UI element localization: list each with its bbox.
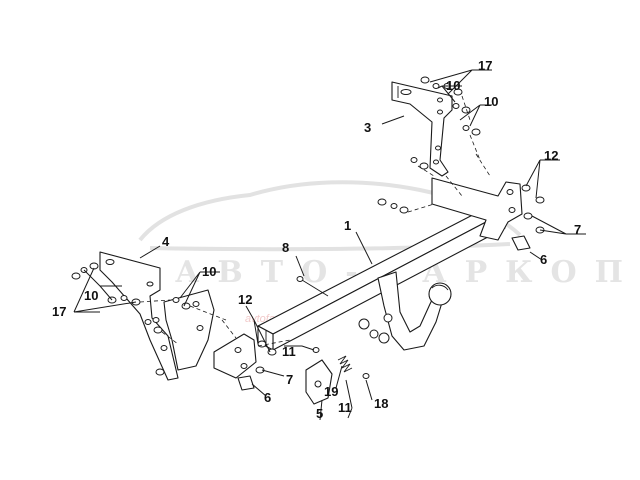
callout-11-mid: 11: [282, 344, 296, 359]
callout-10-left-b: 10: [84, 288, 98, 303]
callout-6-mid: 6: [264, 390, 271, 405]
callout-10-top-b: 10: [484, 94, 498, 109]
center-fasteners: [377, 198, 435, 214]
callout-7-right: 7: [574, 222, 581, 237]
callout-11-bottom: 11: [338, 400, 352, 415]
callout-17-top: 17: [478, 58, 492, 73]
left-end-plate: [163, 289, 215, 371]
small-fasteners: [312, 347, 370, 379]
callout-10-top-a: 10: [446, 78, 460, 93]
center-left-bracket: [213, 319, 291, 391]
callout-labels: 17 10 10 3 12 7 6 1 8 4 10 10 17 12 11 7…: [52, 58, 581, 421]
left-fasteners: [71, 262, 227, 376]
callout-12-right: 12: [544, 148, 558, 163]
long-bolt: [296, 276, 329, 297]
callout-5: 5: [316, 406, 323, 421]
callout-3: 3: [364, 120, 371, 135]
spring: [337, 355, 353, 373]
left-side-bracket: [99, 251, 179, 381]
right-bracket-fasteners: [410, 76, 481, 177]
callout-19: 19: [324, 384, 338, 399]
callout-4: 4: [162, 234, 170, 249]
callout-1: 1: [344, 218, 351, 233]
tow-ball-assembly: [358, 271, 452, 351]
socket-plate: [305, 359, 333, 405]
callout-10-left-a: 10: [202, 264, 216, 279]
callout-18: 18: [374, 396, 388, 411]
callout-8: 8: [282, 240, 289, 255]
callout-17-left: 17: [52, 304, 66, 319]
right-end-plate: [431, 153, 523, 241]
callout-7-mid: 7: [286, 372, 293, 387]
callout-6-right: 6: [540, 252, 547, 267]
callout-12-mid: 12: [238, 292, 252, 307]
right-side-bracket: [391, 81, 453, 177]
leader-lines: [73, 69, 586, 421]
